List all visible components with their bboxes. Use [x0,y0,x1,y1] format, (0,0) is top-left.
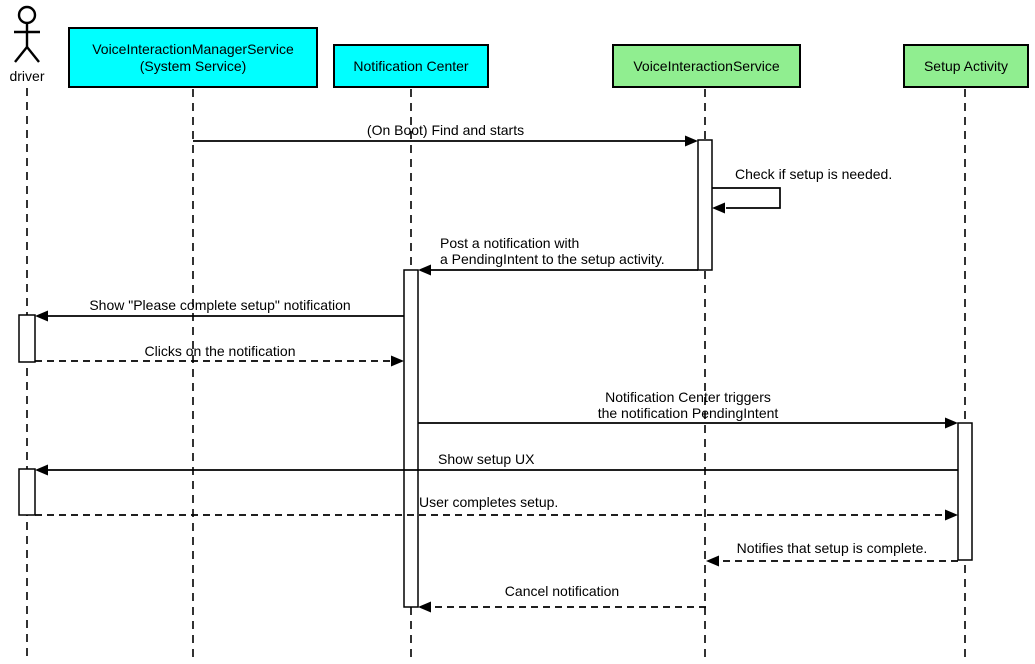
message-label-check-if-setup-is-needed: Check if setup is needed. [735,166,893,182]
participant-box-setup-activity: Setup Activity [903,44,1029,88]
activation-bar-driver-1 [18,314,36,363]
participant-box-voice-interaction-service: VoiceInteractionService [612,44,801,88]
message-label-clicks-on-the-notification: Clicks on the notification [144,343,296,359]
activation-bar-driver-2 [18,468,36,516]
participant-label-driver: driver [9,68,45,84]
arrow-show-setup-ux [35,464,958,476]
participant-box-notification-center: Notification Center [333,44,489,88]
message-label-show-please-complete-setup: Show "Please complete setup" notificatio… [89,297,351,313]
activation-bars [18,139,973,608]
arrow-clicks-on-the-notification [35,355,404,367]
participant-box-voice-interaction-manager-service: VoiceInteractionManagerService (System S… [68,27,318,88]
message-label-on-boot-find-and-starts: (On Boot) Find and starts [366,122,525,138]
activation-bar-setup-activity [957,422,973,561]
arrow-check-if-setup-is-needed [712,187,781,214]
message-label-user-completes-setup: User completes setup. [419,494,559,510]
message-label-show-setup-ux: Show setup UX [438,451,535,467]
arrow-show-please-complete-setup [35,310,404,322]
arrow-on-boot-find-and-starts [193,135,698,147]
message-arrows [35,135,958,613]
arrow-cancel-notification [418,601,706,613]
message-label-notifies-setup-complete: Notifies that setup is complete. [736,540,928,556]
activation-bar-voice-interaction-service [697,139,713,271]
activation-bar-notification-center [403,269,419,608]
actor-driver-icon [14,5,40,63]
arrow-notifies-setup-complete [706,555,958,567]
arrow-nc-triggers-pendingintent [418,417,958,429]
message-label-post-a-notification: Post a notification with a PendingIntent… [440,235,665,267]
message-label-cancel-notification: Cancel notification [504,583,620,599]
message-label-nc-triggers-pendingintent: Notification Center triggers the notific… [597,389,779,421]
arrow-user-completes-setup [35,509,958,521]
arrow-post-a-notification [418,264,698,276]
